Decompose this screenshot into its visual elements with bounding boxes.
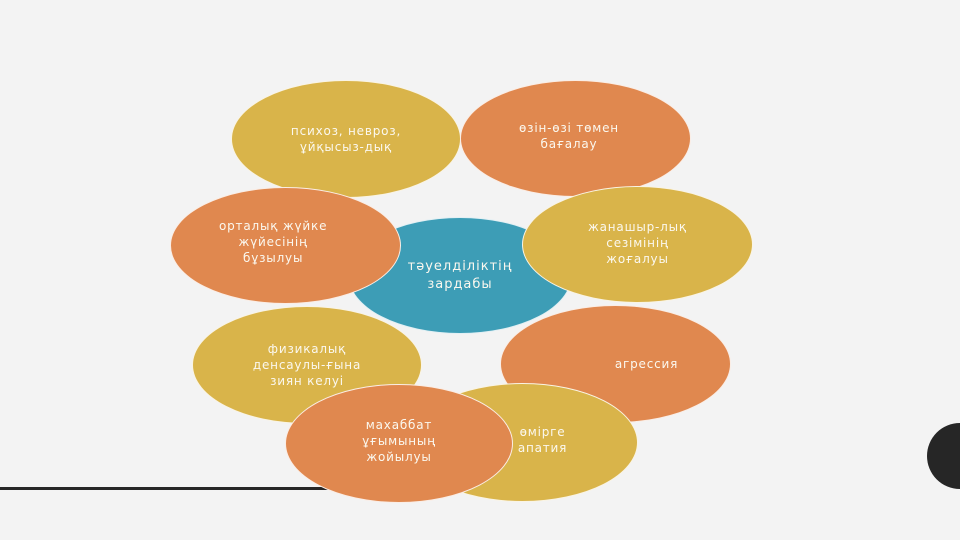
center-node-label: тәуелділіктің зардабы [407,258,513,292]
node-nervous-system: орталық жүйке жүйесінің бұзылуы [170,187,401,304]
node-psychosis: психоз, невроз, ұйқысыз-дық [231,80,461,198]
node-physical-health-label: физикалық денсаулы-ғына зиян келуі [252,342,362,388]
node-low-self-esteem: өзін-өзі төмен бағалау [460,80,691,197]
node-empathy-loss-label: жанашыр-лық сезімінің жоғалуы [588,219,687,266]
node-apathy-label: өмірге апатия [517,424,568,455]
node-low-self-esteem-label: өзін-өзі төмен бағалау [519,120,619,151]
corner-accent-circle [927,423,960,489]
node-empathy-loss: жанашыр-лық сезімінің жоғалуы [522,186,753,303]
node-love-loss-label: махаббат ұғымының жойылуы [362,417,436,464]
node-aggression-label: агрессия [614,357,679,371]
node-nervous-system-label: орталық жүйке жүйесінің бұзылуы [219,218,328,265]
bottom-accent-line [0,487,330,490]
node-love-loss: махаббат ұғымының жойылуы [285,384,513,503]
node-psychosis-label: психоз, невроз, ұйқысыз-дық [290,124,402,154]
